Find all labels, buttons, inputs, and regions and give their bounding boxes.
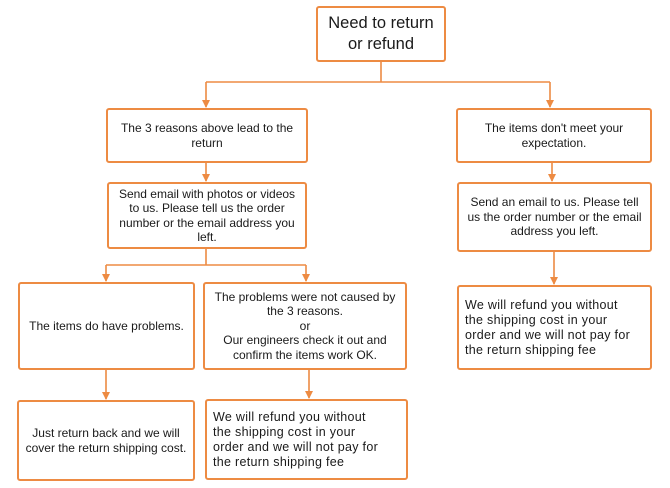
- right-email-node: Send an email to us. Please tell us the …: [457, 182, 652, 252]
- refund-right-label: We will refund you without the shipping …: [465, 297, 631, 357]
- problems-yes-label: The items do have problems.: [29, 318, 184, 333]
- left-reasons-node: The 3 reasons above lead to the return: [106, 108, 308, 163]
- return-covered-node: Just return back and we will cover the r…: [17, 400, 195, 481]
- right-expectation-node: The items don't meet your expectation.: [456, 108, 652, 163]
- left-reasons-label: The 3 reasons above lead to the return: [120, 121, 294, 150]
- problems-no-label: The problems were not caused by the 3 re…: [214, 289, 396, 362]
- refund-left-label: We will refund you without the shipping …: [213, 409, 379, 469]
- right-expectation-label: The items don't meet your expectation.: [484, 121, 624, 150]
- root-node: Need to return or refund: [316, 6, 446, 62]
- refund-left-node: We will refund you without the shipping …: [205, 399, 408, 480]
- problems-no-node: The problems were not caused by the 3 re…: [203, 282, 407, 370]
- problems-yes-node: The items do have problems.: [18, 282, 195, 370]
- refund-right-node: We will refund you without the shipping …: [457, 285, 652, 370]
- return-covered-label: Just return back and we will cover the r…: [25, 426, 187, 455]
- root-node-label: Need to return or refund: [328, 14, 434, 53]
- left-email-node: Send email with photos or videos to us. …: [107, 182, 307, 249]
- right-email-label: Send an email to us. Please tell us the …: [467, 195, 642, 239]
- left-email-label: Send email with photos or videos to us. …: [118, 186, 296, 245]
